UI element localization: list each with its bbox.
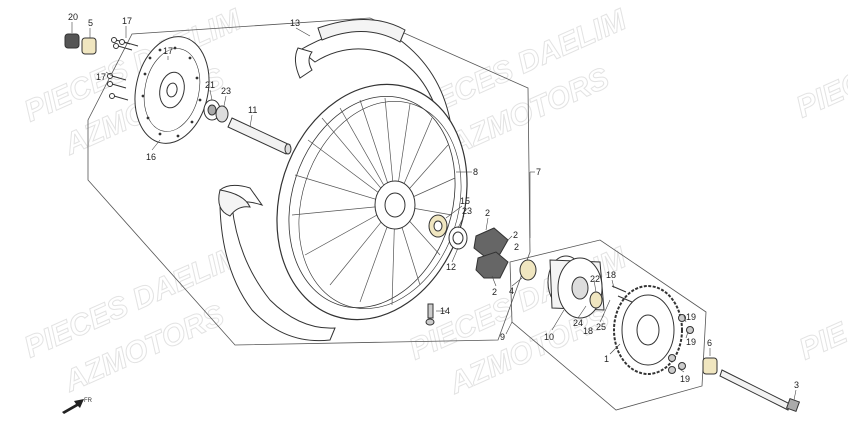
callout-9: 9 [500, 332, 505, 342]
tire-valve [425, 303, 435, 326]
callout-8: 8 [473, 167, 478, 177]
callout-24: 24 [573, 318, 583, 328]
watermark-text: PIECE [791, 57, 848, 124]
callout-3: 3 [794, 380, 799, 390]
direction-label: FR [84, 398, 93, 404]
callout-23: 23 [221, 86, 231, 96]
callout-19: 19 [686, 337, 696, 347]
tire [218, 19, 451, 342]
collar-and-axle-bolt [702, 357, 801, 413]
bearing-4 [519, 259, 537, 281]
callout-13: 13 [290, 18, 300, 28]
callout-23: 23 [462, 206, 472, 216]
callout-1: 1 [604, 354, 609, 364]
callout-21: 21 [205, 80, 215, 90]
callout-25: 25 [596, 322, 606, 332]
watermark-text: PIE [794, 316, 848, 366]
wheel-assembly-outline [87, 17, 531, 346]
callout-19: 19 [686, 312, 696, 322]
callout-15: 15 [460, 196, 470, 206]
callout-14: 14 [440, 306, 450, 316]
callout-17: 17 [96, 72, 106, 82]
callout-22: 22 [590, 274, 600, 284]
callout-18: 18 [606, 270, 616, 280]
callout-2: 2 [513, 230, 518, 240]
callout-11: 11 [248, 105, 257, 115]
callout-17: 17 [163, 46, 173, 56]
sprocket-studs [611, 285, 694, 374]
disc-bolts [107, 37, 139, 101]
collar-and-bearing [64, 33, 97, 55]
callout-19: 19 [680, 374, 690, 384]
hub-group-outline [509, 239, 707, 411]
callout-18: 18 [583, 326, 593, 336]
callout-2: 2 [492, 287, 497, 297]
callout-2: 2 [485, 208, 490, 218]
callout-7: 7 [536, 167, 541, 177]
damper-rubbers [473, 227, 509, 279]
disc-holes [141, 46, 202, 138]
callout-4: 4 [509, 286, 514, 296]
front-direction-indicator: FR [62, 398, 93, 414]
callout-6: 6 [707, 338, 712, 348]
brake-disc [134, 36, 210, 144]
callout-12: 12 [446, 262, 456, 272]
wheel-rim [276, 83, 468, 321]
callout-17: 17 [122, 16, 132, 26]
callout-20: 20 [68, 12, 78, 22]
arrow-down-left-icon [62, 399, 84, 414]
axle-and-seals [203, 99, 292, 155]
callout-10: 10 [544, 332, 554, 342]
callout-5: 5 [88, 18, 93, 28]
leader-lines [71, 22, 797, 401]
callout-2: 2 [514, 242, 519, 252]
part-callouts: 20 5 17 17 17 16 21 23 11 13 8 7 15 23 1… [68, 12, 799, 390]
callout-16: 16 [146, 152, 156, 162]
sprocket [613, 285, 683, 375]
hub-bearings [428, 214, 468, 250]
sprocket-hub [547, 255, 605, 319]
